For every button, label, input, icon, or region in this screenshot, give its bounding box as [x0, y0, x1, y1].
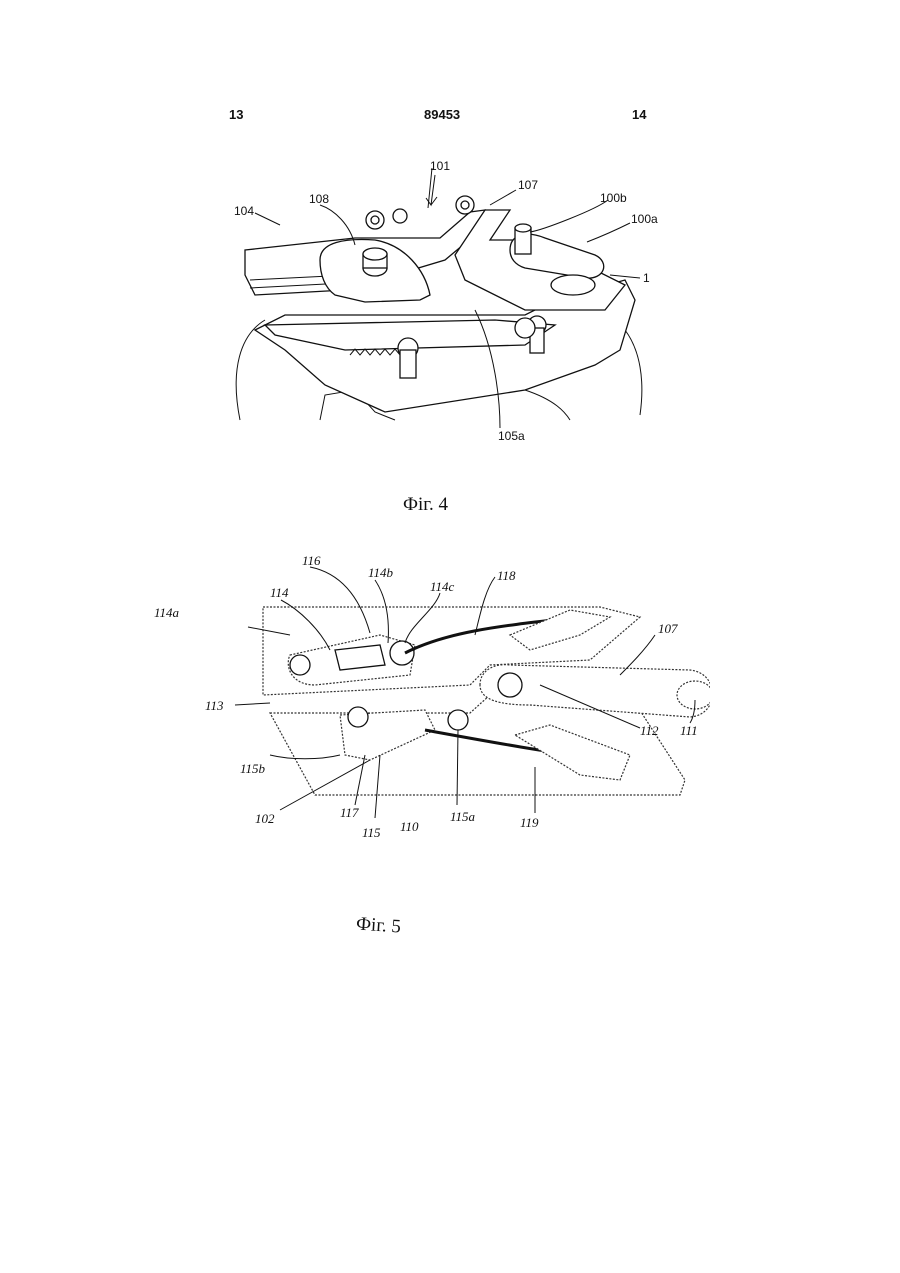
housing-outline-right: [625, 330, 642, 415]
label-114: 114: [270, 585, 289, 600]
label-117: 117: [340, 805, 359, 820]
label-108: 108: [309, 192, 329, 206]
housing-lower-right: [525, 390, 570, 420]
pin-114c: [390, 641, 414, 665]
label-102: 102: [255, 811, 275, 826]
figure-4-drawing: 101 104 108 107 100b 100a 1 105a: [225, 150, 670, 450]
pivot-114: [290, 655, 310, 675]
label-101: 101: [430, 159, 450, 173]
label-118: 118: [497, 568, 516, 583]
label-114b: 114b: [368, 565, 394, 580]
label-104: 104: [234, 204, 254, 218]
arrow-101: [426, 175, 437, 205]
label-115a: 115a: [450, 809, 476, 824]
figure-5-drawing: 116 114b 114c 118 114a 114 107 113 112 1…: [150, 555, 710, 855]
label-114c: 114c: [430, 579, 455, 594]
hole-111: [677, 681, 710, 709]
figure-5-caption: Фіг. 5: [355, 913, 401, 938]
label-107: 107: [518, 178, 538, 192]
pin-112: [498, 673, 522, 697]
label-113: 113: [205, 698, 224, 713]
label-107: 107: [658, 621, 678, 636]
page-number-right: 14: [632, 107, 646, 122]
label-115: 115: [362, 825, 381, 840]
label-111: 111: [680, 723, 698, 738]
label-119: 119: [520, 815, 539, 830]
pin-100b-top: [515, 224, 531, 232]
pin-115a: [448, 710, 468, 730]
label-100a: 100a: [631, 212, 658, 226]
label-1: 1: [643, 271, 650, 285]
pivot-117: [348, 707, 368, 727]
label-115b: 115b: [240, 761, 266, 776]
document-number: 89453: [424, 107, 460, 122]
housing-outline-left: [236, 320, 265, 420]
shaft-1: [551, 275, 595, 295]
label-100b: 100b: [600, 191, 627, 205]
page-number-left: 13: [229, 107, 243, 122]
figure-4-caption: Фіг. 4: [403, 494, 448, 516]
label-112: 112: [640, 723, 659, 738]
block-114b: [335, 645, 385, 670]
label-105a: 105a: [498, 429, 525, 443]
cam-pivot-top: [363, 248, 387, 260]
label-116: 116: [302, 555, 321, 568]
label-114a: 114a: [154, 605, 180, 620]
label-110: 110: [400, 819, 419, 834]
